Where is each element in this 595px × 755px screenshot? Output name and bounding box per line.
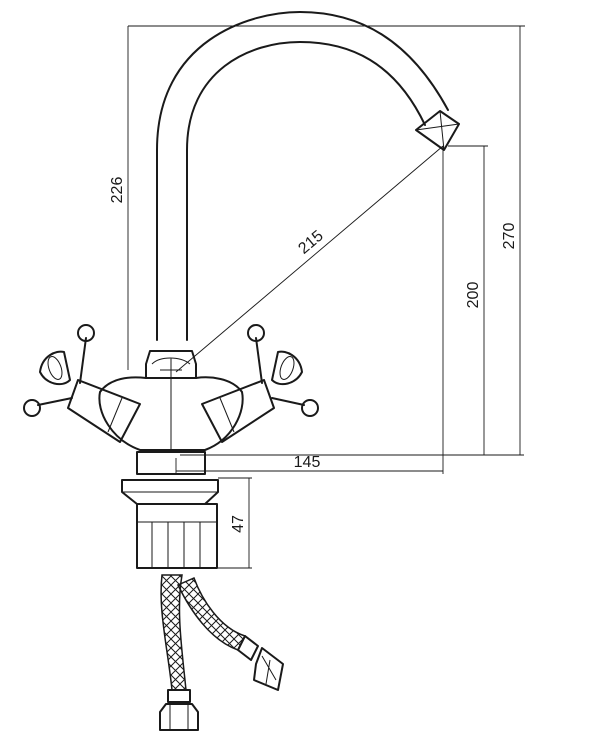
left-handle-index-dot bbox=[47, 356, 63, 380]
right-handle-arm-down bbox=[271, 397, 305, 406]
spout-inner-edge bbox=[186, 41, 426, 341]
hose-vertical-ferrule bbox=[167, 689, 191, 703]
left-handle-arm-up bbox=[79, 337, 87, 384]
base-assembly bbox=[121, 451, 219, 569]
spout-collar-detail bbox=[151, 357, 191, 378]
hose-curved-nut bbox=[253, 647, 284, 691]
shank-grooves bbox=[137, 521, 217, 568]
label-215: 215 bbox=[295, 227, 326, 257]
right-handle-knob-top bbox=[247, 324, 265, 342]
left-handle-index-cap bbox=[39, 350, 71, 386]
hose-vertical-nut-faces bbox=[169, 704, 189, 730]
label-145: 145 bbox=[294, 454, 321, 471]
left-handle-arm-down bbox=[37, 397, 73, 406]
right-cross-handle bbox=[201, 324, 319, 443]
right-handle-arm-up bbox=[255, 337, 263, 384]
spout-outer-edge bbox=[156, 11, 449, 341]
right-handle-index-dot bbox=[279, 356, 295, 380]
hose-curved-braid bbox=[176, 576, 247, 651]
flexible-hoses bbox=[159, 574, 284, 731]
left-handle-knob-top bbox=[77, 324, 95, 342]
right-handle-index-cap bbox=[271, 350, 303, 386]
label-47: 47 bbox=[230, 515, 247, 533]
right-handle-hub bbox=[201, 379, 275, 443]
hose-curved-nut-faces bbox=[261, 655, 277, 685]
label-200: 200 bbox=[465, 282, 482, 309]
right-handle-hub-face bbox=[219, 397, 235, 433]
dim-215-line bbox=[175, 145, 444, 373]
faucet-body bbox=[98, 376, 244, 451]
left-handle-hub bbox=[67, 379, 141, 443]
body-outline bbox=[98, 376, 244, 451]
left-handle-hub-face bbox=[107, 397, 123, 433]
dimension-lines bbox=[127, 25, 525, 569]
right-handle-knob-right bbox=[301, 399, 319, 417]
mounting-shank bbox=[136, 503, 218, 569]
base-neck bbox=[136, 451, 206, 475]
label-226: 226 bbox=[109, 177, 126, 204]
spout-aerator-cross bbox=[415, 110, 460, 151]
left-cross-handle bbox=[23, 324, 141, 443]
left-handle-knob-left bbox=[23, 399, 41, 417]
spout-aerator bbox=[415, 110, 460, 151]
label-270: 270 bbox=[501, 223, 518, 250]
hose-curved-ferrule bbox=[237, 635, 259, 661]
spout bbox=[145, 11, 460, 379]
hose-vertical-nut bbox=[159, 703, 199, 731]
